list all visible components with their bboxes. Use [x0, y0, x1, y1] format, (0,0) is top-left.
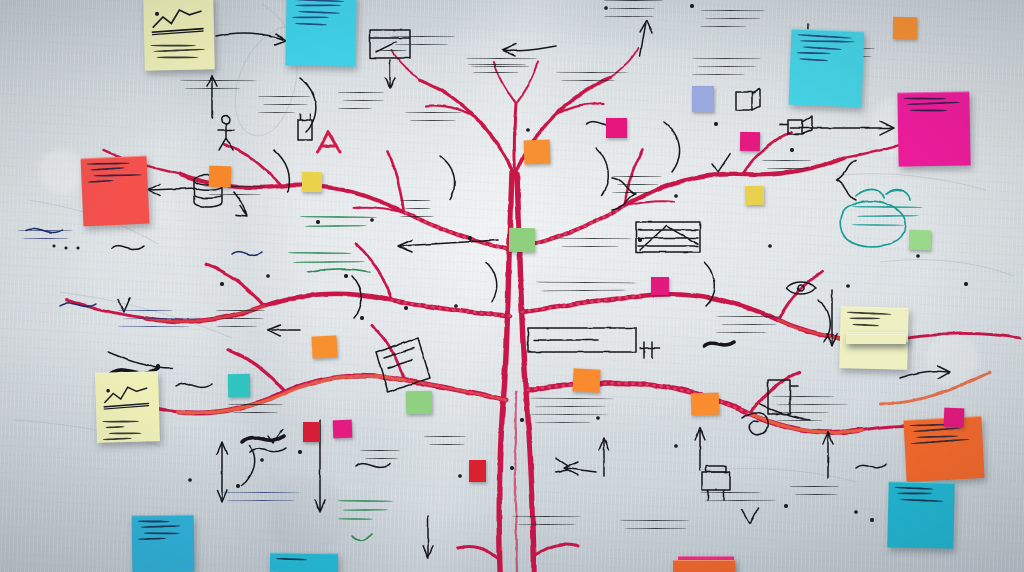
sticky-note-line [846, 311, 892, 316]
sticky-note-line [292, 16, 330, 19]
note-blue-bottomleft[interactable]: blue note bottom left [131, 514, 195, 572]
ink-blue-strokes [25, 227, 263, 308]
sticky-note-line [276, 557, 308, 561]
sticky-note-line [903, 97, 947, 100]
tag-red-2[interactable] [469, 460, 486, 482]
tag-orange-3[interactable] [892, 16, 918, 40]
tag-orange-5[interactable] [208, 165, 232, 188]
tag-green-1[interactable] [508, 227, 536, 253]
tag-magenta-2[interactable] [739, 131, 761, 152]
tag-red-1[interactable] [303, 422, 320, 442]
note-red-left[interactable]: coral note left [80, 155, 150, 227]
tag-orange-1[interactable] [523, 139, 551, 165]
sticky-note-line [102, 437, 132, 441]
sticky-note-line [802, 46, 842, 51]
sticky-note-line [105, 425, 125, 429]
note-yellow-chart[interactable]: yellow note with line-chart sketch [143, 0, 215, 71]
sticky-note-line [93, 173, 142, 177]
sticky-note-line [89, 166, 125, 172]
sticky-note-line [799, 57, 829, 62]
note-cyan-bottomcenter[interactable]: cyan note bottom center [269, 552, 339, 572]
tag-orange-6[interactable] [311, 335, 338, 359]
sticky-note-line [849, 317, 881, 320]
note-teal-topright[interactable]: teal note top right [788, 28, 865, 108]
ink-teal-strokes [839, 188, 911, 248]
branch-stipple [284, 204, 752, 416]
sticky-note-line [916, 435, 959, 439]
sticky-note-line [900, 498, 944, 503]
sticky-note-line [897, 492, 932, 495]
tag-green-2[interactable] [405, 390, 433, 415]
sticky-note-line [894, 486, 934, 490]
tag-magenta-3[interactable] [332, 419, 353, 439]
tag-teal-1[interactable] [227, 373, 251, 398]
sticky-note-line [912, 426, 961, 433]
sticky-note-line [108, 432, 142, 435]
sticky-note-line [153, 48, 206, 53]
sticky-note-line [137, 520, 170, 523]
sticky-note-line [86, 162, 131, 166]
tag-yellow-1[interactable] [301, 171, 323, 193]
sticky-note-line [800, 39, 855, 43]
sticky-note-line [292, 0, 345, 3]
sticky-note-line [102, 420, 140, 423]
tag-orange-4[interactable] [690, 392, 720, 416]
sticky-note-line [852, 323, 880, 327]
ink-connectors [107, 19, 951, 559]
note-yellow-left[interactable]: pale yellow note left [95, 371, 160, 443]
crimson-letter-mark [316, 128, 342, 154]
sticky-note-line [150, 44, 197, 47]
tag-magenta-4[interactable] [943, 407, 965, 428]
tag-blue-1[interactable] [692, 86, 714, 112]
tag-orange-2[interactable] [572, 368, 601, 393]
sticky-note-line [137, 537, 166, 541]
note-sketch-chart [151, 8, 204, 36]
tag-yellow-2[interactable] [744, 185, 765, 206]
note-sketch-chart [103, 386, 150, 410]
tag-green-3[interactable] [908, 229, 932, 251]
note-cyan-bottomright[interactable]: cyan note bottom right [887, 481, 955, 549]
note-cream-topright[interactable]: cream strip top right [846, 334, 906, 344]
sticky-note-line [906, 101, 961, 106]
note-orange-bottomedge[interactable]: orange note bottom edge [673, 560, 735, 572]
sticky-note-line [910, 438, 970, 445]
sticky-note-line [796, 51, 831, 55]
ink-green-strokes [307, 268, 373, 542]
sticky-note-line [295, 4, 342, 7]
note-cyan-topleft[interactable]: cyan note top left [285, 0, 357, 67]
note-magenta-right[interactable]: magenta note right [897, 91, 971, 167]
sticky-note-line [797, 33, 853, 40]
tag-magenta-5[interactable] [651, 277, 669, 295]
tag-magenta-1[interactable] [606, 118, 627, 138]
sticky-note-line [909, 109, 949, 112]
sticky-note-line [87, 179, 114, 184]
sticky-note-line [143, 532, 180, 535]
sticky-note-line [295, 22, 328, 26]
sticky-note-line [298, 10, 341, 15]
sticky-note-line [140, 524, 181, 529]
sticky-note-line [156, 56, 199, 59]
